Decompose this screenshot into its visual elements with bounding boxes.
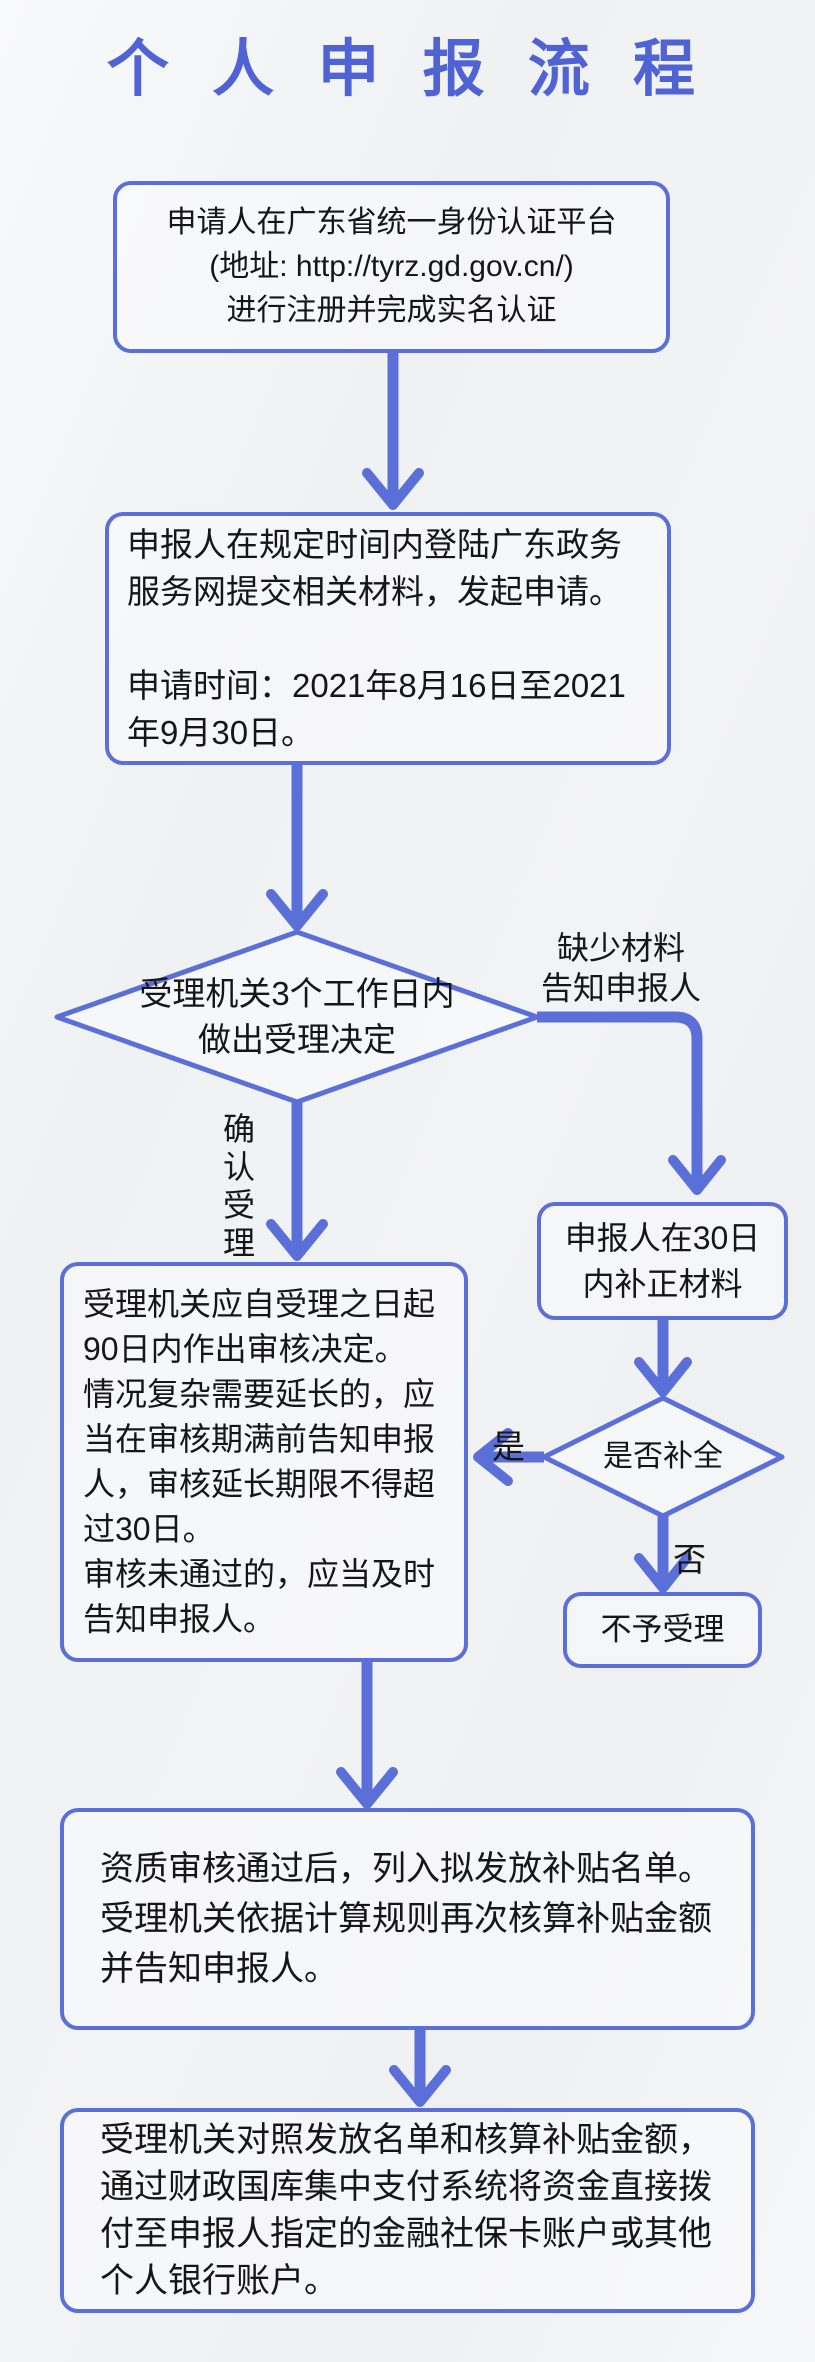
arrowhead-down-icon: [634, 1357, 692, 1397]
list-line: 受理机关依据计算规则再次核算补贴金额: [100, 1900, 712, 1938]
no-label: 否: [673, 1541, 706, 1578]
submit-box: 申报人在规定时间内登陆广东政务 服务网提交相关材料，发起申请。 申请时间：202…: [105, 512, 671, 765]
review-line: 审核未通过的，应当及时: [83, 1556, 436, 1592]
arrowhead-down-icon: [389, 2065, 451, 2107]
reject-line: 不予受理: [600, 1612, 725, 1647]
arrowhead-left-icon: [473, 1428, 513, 1486]
complete-diamond-label: 是否补全: [603, 1440, 723, 1473]
pay-line: 受理机关对照发放名单和核算补贴金额，: [100, 2120, 712, 2159]
confirm-accept-label: 确认受理: [222, 1111, 255, 1261]
reject-box: 不予受理: [563, 1592, 762, 1668]
submit-line: 申报人在规定时间内登陆广东政务: [127, 526, 622, 563]
arrowhead-down-icon: [266, 889, 328, 931]
subsidy-list-box: 资质审核通过后，列入拟发放补贴名单。 受理机关依据计算规则再次核算补贴金额 并告…: [60, 1808, 755, 2030]
register-box: 申请人在广东省统一身份认证平台 (地址: http://tyrz.gd.gov.…: [113, 181, 670, 353]
decision-line: 受理机关3个工作日内: [139, 975, 455, 1012]
pay-line: 个人银行账户。: [100, 2261, 338, 2300]
review-line: 人，审核延长期限不得超: [83, 1466, 436, 1502]
decision-diamond: [54, 929, 540, 1105]
register-line: 进行注册并完成实名认证: [226, 294, 557, 327]
submit-line: 服务网提交相关材料，发起申请。: [127, 573, 622, 610]
elbow-connector: [537, 1011, 703, 1188]
register-line: 申请人在广东省统一身份认证平台: [166, 206, 617, 239]
decision-line: 做出受理决定: [198, 1021, 396, 1058]
yes-label: 是: [492, 1428, 525, 1465]
submit-line: 申请时间：2021年8月16日至2021: [127, 667, 626, 704]
missing-material-label: 缺少材料 告知申报人: [535, 928, 707, 1008]
list-line: 资质审核通过后，列入拟发放补贴名单。: [100, 1850, 712, 1888]
missing-material-line: 缺少材料: [556, 930, 685, 966]
review-line: 过30日。: [83, 1511, 215, 1547]
page-title: 个 人 申 报 流 程: [106, 35, 709, 104]
arrowhead-down-icon: [362, 468, 424, 510]
arrowhead-down-icon: [336, 1767, 398, 1809]
correct-material-box: 申报人在30日 内补正材料: [537, 1202, 788, 1320]
arrowhead-down-icon: [266, 1219, 328, 1261]
review-line: 受理机关应自受理之日起: [83, 1286, 436, 1322]
review-box: 受理机关应自受理之日起 90日内作出审核决定。 情况复杂需要延长的，应 当在审核…: [60, 1262, 468, 1662]
arrowhead-down-icon: [668, 1155, 726, 1195]
review-line: 当在审核期满前告知申报: [83, 1421, 436, 1457]
pay-line: 通过财政国库集中支付系统将资金直接拨: [100, 2167, 712, 2206]
correct-line: 申报人在30日: [564, 1220, 761, 1256]
submit-line: 年9月30日。: [127, 714, 315, 751]
submit-line: [127, 615, 649, 662]
review-line: 告知申报人。: [83, 1601, 276, 1637]
missing-material-line: 告知申报人: [540, 970, 701, 1006]
correct-line: 内补正材料: [582, 1266, 743, 1302]
review-line: 90日内作出审核决定。: [83, 1331, 407, 1367]
review-line: 情况复杂需要延长的，应: [83, 1376, 436, 1412]
payment-box: 受理机关对照发放名单和核算补贴金额， 通过财政国库集中支付系统将资金直接拨 付至…: [60, 2108, 755, 2313]
pay-line: 付至申报人指定的金融社保卡账户或其他: [100, 2214, 712, 2253]
arrowhead-down-icon: [634, 1553, 692, 1593]
decision-diamond-label: 受理机关3个工作日内 做出受理决定: [57, 971, 537, 1063]
list-line: 并告知申报人。: [100, 1950, 338, 1988]
register-line: (地址: http://tyrz.gd.gov.cn/): [209, 250, 574, 283]
